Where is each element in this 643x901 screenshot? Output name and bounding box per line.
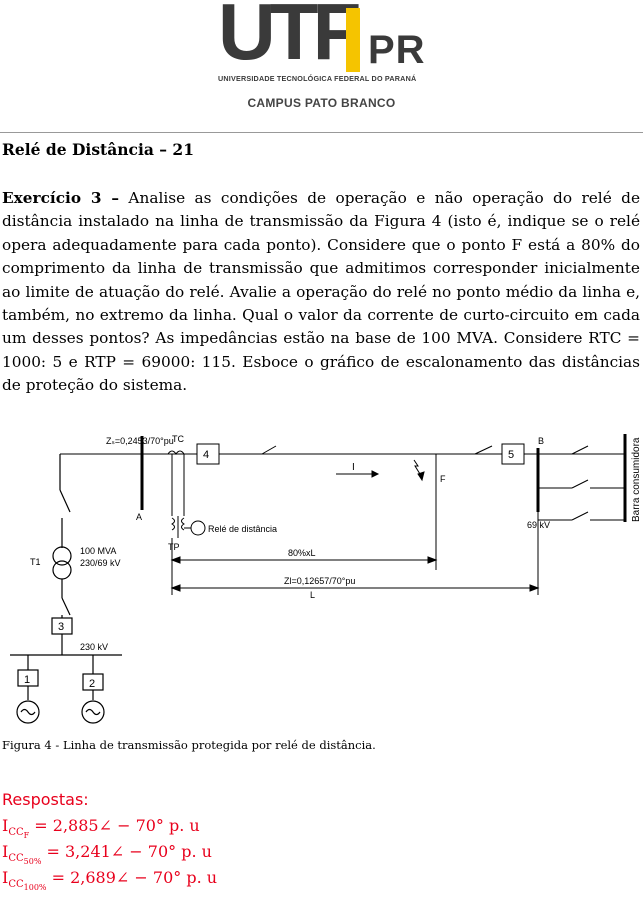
answers-heading: Respostas: [2,790,89,809]
answers-section: Respostas: ICCF = 2,885∠ − 70° p. u ICC5… [2,790,218,893]
distance-80-label: 80%xL [288,548,316,558]
exercise-label: Exercício 3 – [2,189,120,207]
answer-line: ICCF = 2,885∠ − 70° p. u [2,816,200,841]
transformer-rating: 100 MVA [80,546,116,556]
breaker-5-label: 5 [508,449,514,461]
transformer-voltage: 230/69 kV [80,558,121,568]
bus-b-voltage: 69 kV [527,520,550,530]
source-impedance-label: Zₛ=0,2453/70°pu [106,436,174,446]
consumer-bus-label: Barra consumidora [631,437,642,522]
generator-2-label: 2 [89,678,95,690]
logo-utf-text: UTF [218,0,361,76]
answer-line: ICC100% = 2,689∠ − 70° p. u [2,868,218,893]
line-length-label: L [310,590,315,600]
bus-b-label: B [538,436,544,446]
utfpr-logo: UTF PR UNIVERSIDADE TECNOLÓGICA FEDERAL … [218,0,430,90]
campus-name: CAMPUS PATO BRANCO [247,96,396,110]
page-header: UTF PR UNIVERSIDADE TECNOLÓGICA FEDERAL … [0,0,643,132]
exercise-text: Analise as condições de operação e não o… [2,189,640,395]
figure-caption: Figura 4 - Linha de transmissão protegid… [2,738,376,752]
tc-label: TC [172,434,184,444]
logo-yellow-bar [346,8,360,72]
answer-line: ICC50% = 3,241∠ − 70° p. u [2,842,212,867]
single-line-diagram: Zₛ=0,2453/70°pu TC 4 5 A B 69 kV I F Rel… [10,434,642,724]
line-impedance-label: Zl=0,12657/70°pu [284,576,355,586]
document-title: Relé de Distância – 21 [2,140,194,159]
tp-label: TP [168,542,180,552]
header-divider [0,132,643,133]
fault-label: F [440,474,446,484]
transformer-label: T1 [30,557,41,567]
logo-pr-text: PR [368,28,426,72]
bus-a-label: A [136,512,142,522]
university-name: UNIVERSIDADE TECNOLÓGICA FEDERAL DO PARA… [218,74,417,83]
breaker-3-label: 3 [58,621,64,633]
generator-1-label: 1 [24,674,30,686]
breaker-4-label: 4 [203,449,209,461]
relay-label: Relé de distância [208,524,277,534]
current-label: I [352,462,355,473]
exercise-paragraph: Exercício 3 – Analise as condições de op… [2,187,640,398]
bus-230-voltage: 230 kV [80,642,108,652]
